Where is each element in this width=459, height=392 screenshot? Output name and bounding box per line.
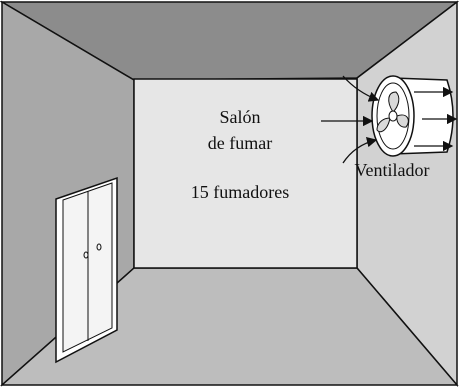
airflow-arrows: [321, 75, 458, 164]
room-label-line2: de fumar: [208, 133, 272, 153]
inflow-arrow-bottom: [342, 137, 378, 164]
back-wall: [133, 78, 358, 269]
fan-label: Ventilador: [355, 160, 430, 180]
room-label-line1: Salón: [219, 107, 260, 127]
occupants-label: 15 fumadores: [191, 182, 289, 202]
inflow-arrow-top: [342, 75, 380, 102]
door-knob-right: [96, 243, 102, 251]
door-knob-left: [83, 251, 89, 259]
fan-icon: [376, 91, 409, 133]
fan-assembly: [371, 75, 454, 157]
door: [55, 176, 118, 364]
